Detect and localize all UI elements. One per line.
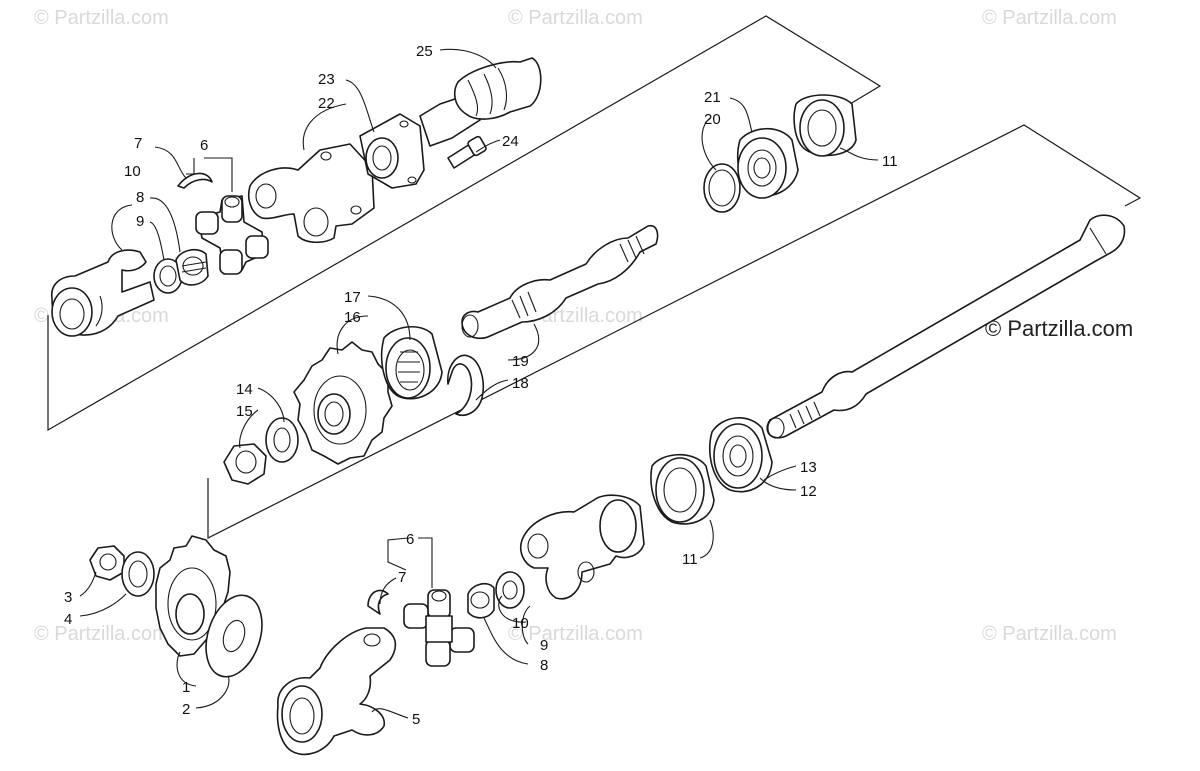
bevel-gear-16-icon (293, 341, 393, 465)
washer-2-icon (205, 594, 263, 678)
yoke-upper-icon (50, 249, 155, 337)
watermark-top-center: © Partzilla.com (508, 7, 643, 29)
callout-10-upper: 10 (124, 163, 141, 180)
snap-ring-7-lower-icon (367, 589, 389, 615)
watermark-main: © Partzilla.com (985, 316, 1133, 341)
leader-lines (79, 48, 879, 719)
boot-25-icon (453, 57, 542, 120)
callout-15: 15 (236, 403, 253, 420)
bearing-17-icon (380, 326, 443, 400)
bolt-24-icon (447, 135, 487, 169)
callout-17: 17 (344, 289, 361, 306)
callout-22: 22 (318, 95, 335, 112)
callout-16: 16 (344, 309, 361, 326)
nut-15-icon (223, 443, 267, 485)
callout-8-upper: 8 (136, 189, 144, 206)
watermark-top-left: © Partzilla.com (34, 7, 169, 29)
bearing-20-icon (703, 163, 741, 213)
callout-6-upper: 6 (200, 137, 208, 154)
callout-8-lower: 8 (540, 657, 548, 674)
callout-1: 1 (182, 679, 190, 696)
yoke-lower-icon (519, 494, 645, 600)
middle-assembly-frame (207, 124, 1142, 539)
axle-shaft-13-icon (766, 214, 1126, 439)
bearing-12-icon (708, 417, 773, 493)
callout-13: 13 (800, 459, 817, 476)
washer-14-icon (265, 417, 299, 463)
bushing-8-lower-icon (467, 582, 495, 619)
watermark-top-right: © Partzilla.com (982, 7, 1117, 29)
callout-6-lower: 6 (406, 531, 414, 548)
yoke-flange-22-icon (247, 143, 375, 244)
yoke-5-icon (276, 627, 397, 756)
callout-24: 24 (502, 133, 519, 150)
u-joint-cross-upper-icon (195, 195, 269, 275)
callout-7-lower: 7 (398, 569, 406, 586)
callout-9-upper: 9 (136, 213, 144, 230)
callout-labels: 7 6 10 8 9 23 22 25 24 21 20 11 17 16 19… (64, 43, 898, 728)
seal-11-lower-icon (650, 454, 715, 525)
washer-4-icon (121, 551, 155, 597)
callout-20: 20 (704, 111, 721, 128)
watermark-bottom-left: © Partzilla.com (34, 623, 169, 645)
washer-9-lower-icon (495, 571, 525, 609)
callout-10-lower: 10 (512, 615, 529, 632)
u-joint-cross-lower-icon (403, 589, 475, 667)
watermark-bottom-right: © Partzilla.com (982, 623, 1117, 645)
callout-9-lower: 9 (540, 637, 548, 654)
snap-ring-18-icon (447, 354, 484, 416)
callout-2: 2 (182, 701, 190, 718)
callout-18: 18 (512, 375, 529, 392)
watermark-bottom-center: © Partzilla.com (508, 623, 643, 645)
assembly-frames (47, 15, 1142, 539)
bushing-8-upper-icon (175, 248, 209, 286)
flange-housing-23-icon (359, 113, 425, 189)
callout-4: 4 (64, 611, 72, 628)
callout-21: 21 (704, 89, 721, 106)
snap-ring-7-upper-icon (177, 172, 213, 189)
callout-23: 23 (318, 71, 335, 88)
pinion-shaft-19-icon (461, 224, 659, 340)
callout-19: 19 (512, 353, 529, 370)
callout-11-upper: 11 (882, 153, 898, 170)
bearing-21-icon (736, 128, 799, 199)
upper-assembly-frame (47, 15, 882, 432)
callout-5: 5 (412, 711, 420, 728)
callout-14: 14 (236, 381, 253, 398)
seal-11-upper-icon (793, 94, 857, 157)
callout-11-lower: 11 (682, 551, 698, 568)
callout-25: 25 (416, 43, 433, 60)
callout-12: 12 (800, 483, 817, 500)
callout-7-upper: 7 (134, 135, 142, 152)
callout-3: 3 (64, 589, 72, 606)
